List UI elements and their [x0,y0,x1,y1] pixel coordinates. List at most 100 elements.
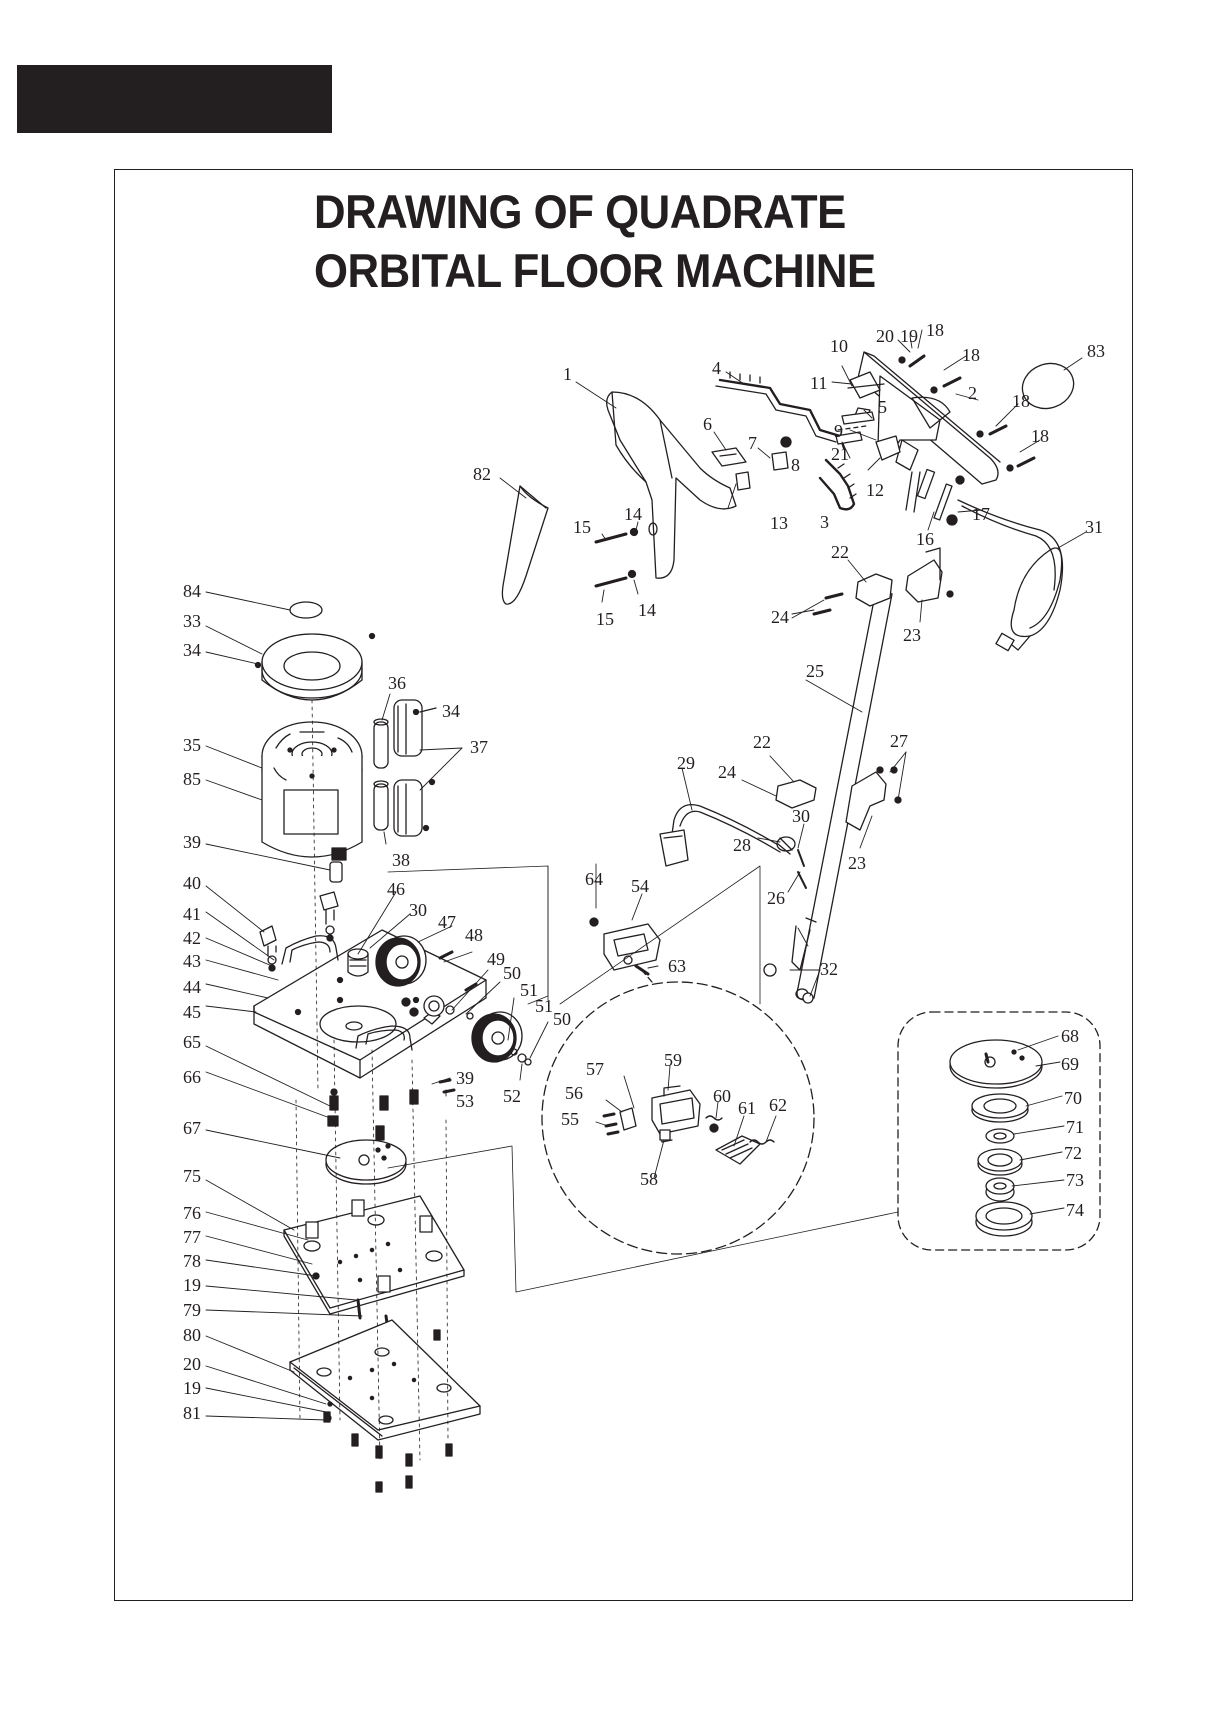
part-label-14a: 14 [624,504,642,524]
part-label-23b: 23 [848,853,866,873]
part-label-30b: 30 [409,900,427,920]
connector-lines [387,865,899,1293]
part-label-27: 27 [890,731,908,751]
part-label-84: 84 [183,581,201,601]
orbital-disc-part [325,1139,407,1185]
part-label-31: 31 [1085,517,1103,537]
part-label-68: 68 [1061,1026,1079,1046]
part-label-20a: 20 [876,326,894,346]
part-label-33: 33 [183,611,201,631]
part-label-61: 61 [738,1098,756,1118]
part-label-22a: 22 [831,542,849,562]
part-label-54: 54 [631,876,649,896]
switch-detail-callout [541,967,815,1255]
part-label-47: 47 [438,912,456,932]
power-cable-part [946,475,1064,652]
part-label-63: 63 [668,956,686,976]
part-label-3: 3 [820,512,829,532]
leader-lines [205,329,1087,1421]
part-label-7: 7 [748,433,757,453]
part-label-38: 38 [392,850,410,870]
pad-plate-part [289,1319,481,1493]
part-label-12: 12 [866,480,884,500]
part-label-67: 67 [183,1118,201,1138]
part-label-17: 17 [972,504,990,524]
section-header-tab [17,65,332,133]
handle-bar-part [606,391,737,579]
part-label-57: 57 [586,1059,604,1079]
part-label-19b: 19 [183,1275,201,1295]
switch-small-parts [711,411,875,491]
title-line-2: ORBITAL FLOOR MACHINE [314,244,876,297]
part-83-cap [1021,362,1075,410]
upper-screws [594,354,1036,616]
part-label-62: 62 [769,1095,787,1115]
handle-shaft-part [763,585,893,1004]
control-head-assembly [847,351,1001,521]
part-label-45: 45 [183,1002,201,1022]
part-label-69: 69 [1061,1054,1079,1074]
part-label-18b: 18 [962,345,980,365]
part-label-39a: 39 [183,832,201,852]
part-label-79: 79 [183,1300,201,1320]
part-label-39b: 39 [456,1068,474,1088]
part-label-52: 52 [503,1086,521,1106]
part-label-53: 53 [456,1091,474,1111]
part-label-81: 81 [183,1403,201,1423]
bearing-detail-callout [897,1011,1101,1251]
part-label-10: 10 [830,336,848,356]
part-label-85: 85 [183,769,201,789]
mounting-plate-part [283,1195,465,1332]
part-label-22b: 22 [753,732,771,752]
part-label-29: 29 [677,753,695,773]
part-label-64: 64 [585,869,603,889]
part-label-13: 13 [770,513,788,533]
part-label-2: 2 [968,383,977,403]
part-label-19a: 19 [900,326,918,346]
part-label-37: 37 [470,737,488,757]
part-label-36: 36 [388,673,406,693]
cover-blade-part [501,485,549,605]
part-label-1: 1 [563,364,572,384]
part-label-24b: 24 [718,762,736,782]
part-label-19c: 19 [183,1378,201,1398]
part-label-44: 44 [183,977,201,997]
part-label-4: 4 [712,358,721,378]
part-label-25: 25 [806,661,824,681]
part-label-58: 58 [640,1169,658,1189]
part-label-78: 78 [183,1251,201,1271]
part-label-14b: 14 [638,600,656,620]
part-label-28: 28 [733,835,751,855]
part-label-48: 48 [465,925,483,945]
shaft-clamps [775,547,954,831]
part-label-16: 16 [916,529,934,549]
part-label-32: 32 [820,959,838,979]
part-label-21: 21 [831,444,849,464]
base-bolts [327,1088,419,1141]
part-label-34b: 34 [442,701,460,721]
part-label-70: 70 [1064,1088,1082,1108]
part-label-5: 5 [878,397,887,417]
part-label-82: 82 [473,464,491,484]
machine-base-assembly [253,891,532,1094]
part-label-41: 41 [183,904,201,924]
part-label-71: 71 [1066,1117,1084,1137]
part-label-65: 65 [183,1032,201,1052]
part-number-labels: 1 2 3 4 5 6 7 8 9 10 11 12 13 14 14 15 1… [183,320,1105,1423]
part-label-77: 77 [183,1227,201,1247]
part-label-51a: 51 [520,980,538,1000]
part-label-6: 6 [703,414,712,434]
motor-cable-part [659,803,807,889]
part-label-50a: 50 [503,963,521,983]
title-line-1: DRAWING OF QUADRATE [314,185,846,238]
part-label-34a: 34 [183,640,201,660]
part-label-80: 80 [183,1325,201,1345]
part-label-15b: 15 [596,609,614,629]
part-label-23a: 23 [903,625,921,645]
part-label-18c: 18 [1012,391,1030,411]
part-label-42: 42 [183,928,201,948]
part-label-15a: 15 [573,517,591,537]
part-label-55: 55 [561,1109,579,1129]
motor-assembly [254,601,437,883]
